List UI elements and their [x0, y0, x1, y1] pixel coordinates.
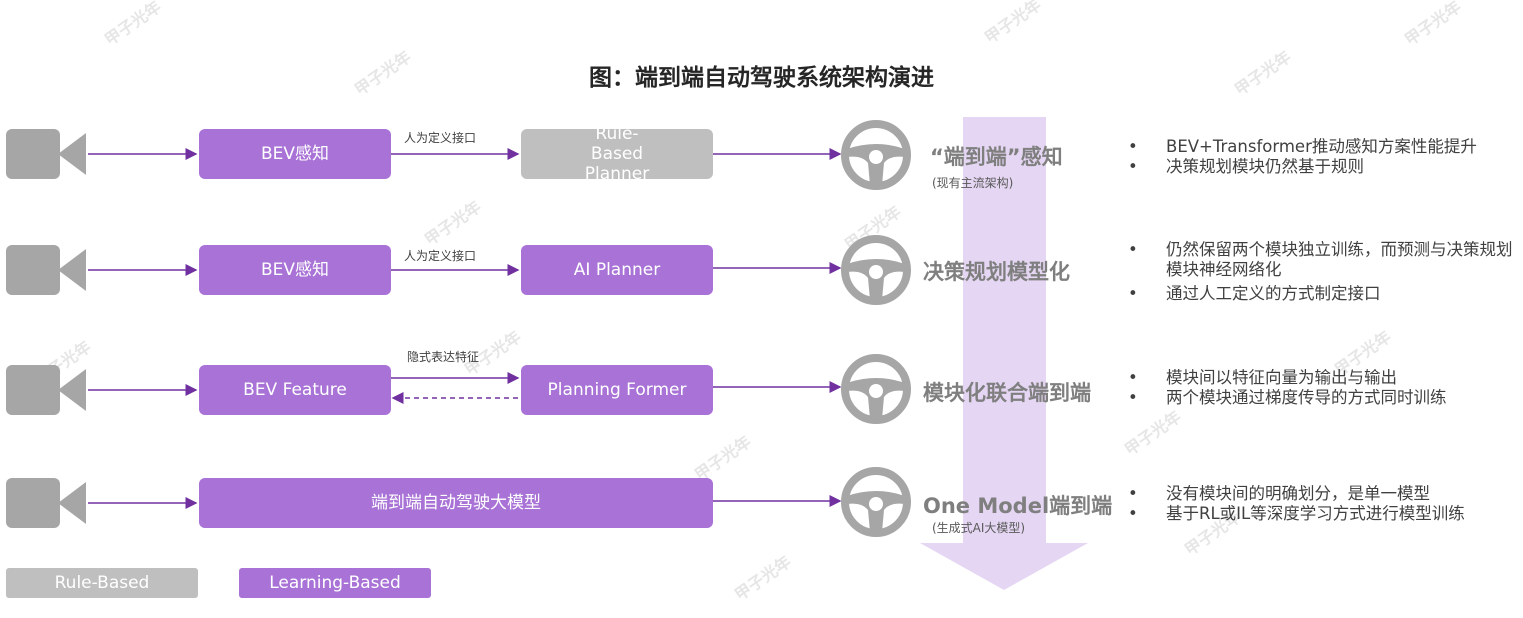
steering-wheel-icon — [841, 120, 911, 190]
bullet-item: •模块间以特征向量为输出与输出 — [1128, 368, 1397, 387]
video-camera-icon — [6, 129, 86, 179]
bullet-item: •仍然保留两个模块独立训练，而预测与决策规划模块神经网络化 — [1128, 240, 1513, 279]
steering-wheel-icon — [841, 467, 911, 537]
stage-title-one-model: One Model端到端 — [923, 494, 1113, 518]
stage-subtitle: (现有主流架构) — [932, 176, 1014, 190]
video-camera-icon — [6, 245, 86, 295]
bullet-list: •没有模块间的明确划分，是单一模型 •基于RL或IL等深度学习方式进行模型训练 — [1128, 484, 1513, 524]
ai-planner-box: AI Planner — [521, 245, 713, 295]
bullet-text: 没有模块间的明确划分，是单一模型 — [1166, 484, 1430, 503]
bullet-text: 仍然保留两个模块独立训练，而预测与决策规划模块神经网络化 — [1166, 240, 1513, 279]
planning-former-box: Planning Former — [521, 365, 713, 415]
implicit-feature-label: 隐式表达特征 — [407, 350, 480, 364]
bullet-text: 决策规划模块仍然基于规则 — [1166, 157, 1364, 176]
box-label: Rule-Based Planner — [584, 124, 650, 184]
box-label: BEV感知 — [260, 260, 330, 280]
legend-learning-based: Learning-Based — [239, 568, 431, 598]
video-camera-icon — [6, 478, 86, 528]
bullet-text: 通过人工定义的方式制定接口 — [1166, 284, 1381, 303]
box-label: BEV感知 — [260, 144, 330, 164]
legend-label: Learning-Based — [269, 573, 401, 593]
stage-subtitle: (生成式AI大模型) — [932, 521, 1026, 535]
interface-label: 人为定义接口 — [404, 249, 477, 263]
interface-label: 人为定义接口 — [404, 131, 477, 145]
bev-feature-box: BEV Feature — [199, 365, 391, 415]
legend-label: Rule-Based — [54, 573, 150, 593]
bullet-text: BEV+Transformer推动感知方案性能提升 — [1166, 137, 1477, 156]
stage-title-planning-model: 决策规划模型化 — [923, 260, 1070, 284]
box-label: Planning Former — [547, 380, 687, 400]
video-camera-icon — [6, 365, 86, 415]
bullet-item: •两个模块通过梯度传导的方式同时训练 — [1128, 388, 1447, 407]
diagram-title: 图：端到端自动驾驶系统架构演进 — [589, 65, 934, 91]
box-label: 端到端自动驾驶大模型 — [371, 493, 541, 513]
stage-title-e2e-perception: “端到端”感知 — [930, 145, 1063, 169]
steering-wheel-icon — [841, 354, 911, 424]
bullet-text: 两个模块通过梯度传导的方式同时训练 — [1166, 388, 1447, 407]
rule-based-planner-box: Rule-Based Planner — [521, 124, 713, 184]
bullet-list: •仍然保留两个模块独立训练，而预测与决策规划模块神经网络化 •通过人工定义的方式… — [1128, 240, 1513, 304]
bev-perception-box: BEV感知 — [199, 245, 391, 295]
box-label: AI Planner — [573, 260, 661, 280]
bullet-item: •决策规划模块仍然基于规则 — [1128, 157, 1364, 176]
bullet-item: •没有模块间的明确划分，是单一模型 — [1128, 484, 1430, 503]
bullet-text: 基于RL或IL等深度学习方式进行模型训练 — [1166, 504, 1465, 523]
stage-title-modular-e2e: 模块化联合端到端 — [923, 381, 1091, 405]
bullet-item: •基于RL或IL等深度学习方式进行模型训练 — [1128, 504, 1465, 523]
bullet-item: •BEV+Transformer推动感知方案性能提升 — [1128, 137, 1477, 156]
box-label: BEV Feature — [243, 380, 347, 400]
bullet-text: 模块间以特征向量为输出与输出 — [1166, 368, 1397, 387]
bullet-item: •通过人工定义的方式制定接口 — [1128, 284, 1381, 303]
legend-rule-based: Rule-Based — [6, 568, 198, 598]
e2e-large-model-box: 端到端自动驾驶大模型 — [199, 478, 713, 528]
bullet-list: •模块间以特征向量为输出与输出 •两个模块通过梯度传导的方式同时训练 — [1128, 368, 1513, 408]
bev-perception-box: BEV感知 — [199, 129, 391, 179]
bullet-list: •BEV+Transformer推动感知方案性能提升 •决策规划模块仍然基于规则 — [1128, 137, 1513, 177]
steering-wheel-icon — [841, 235, 911, 305]
